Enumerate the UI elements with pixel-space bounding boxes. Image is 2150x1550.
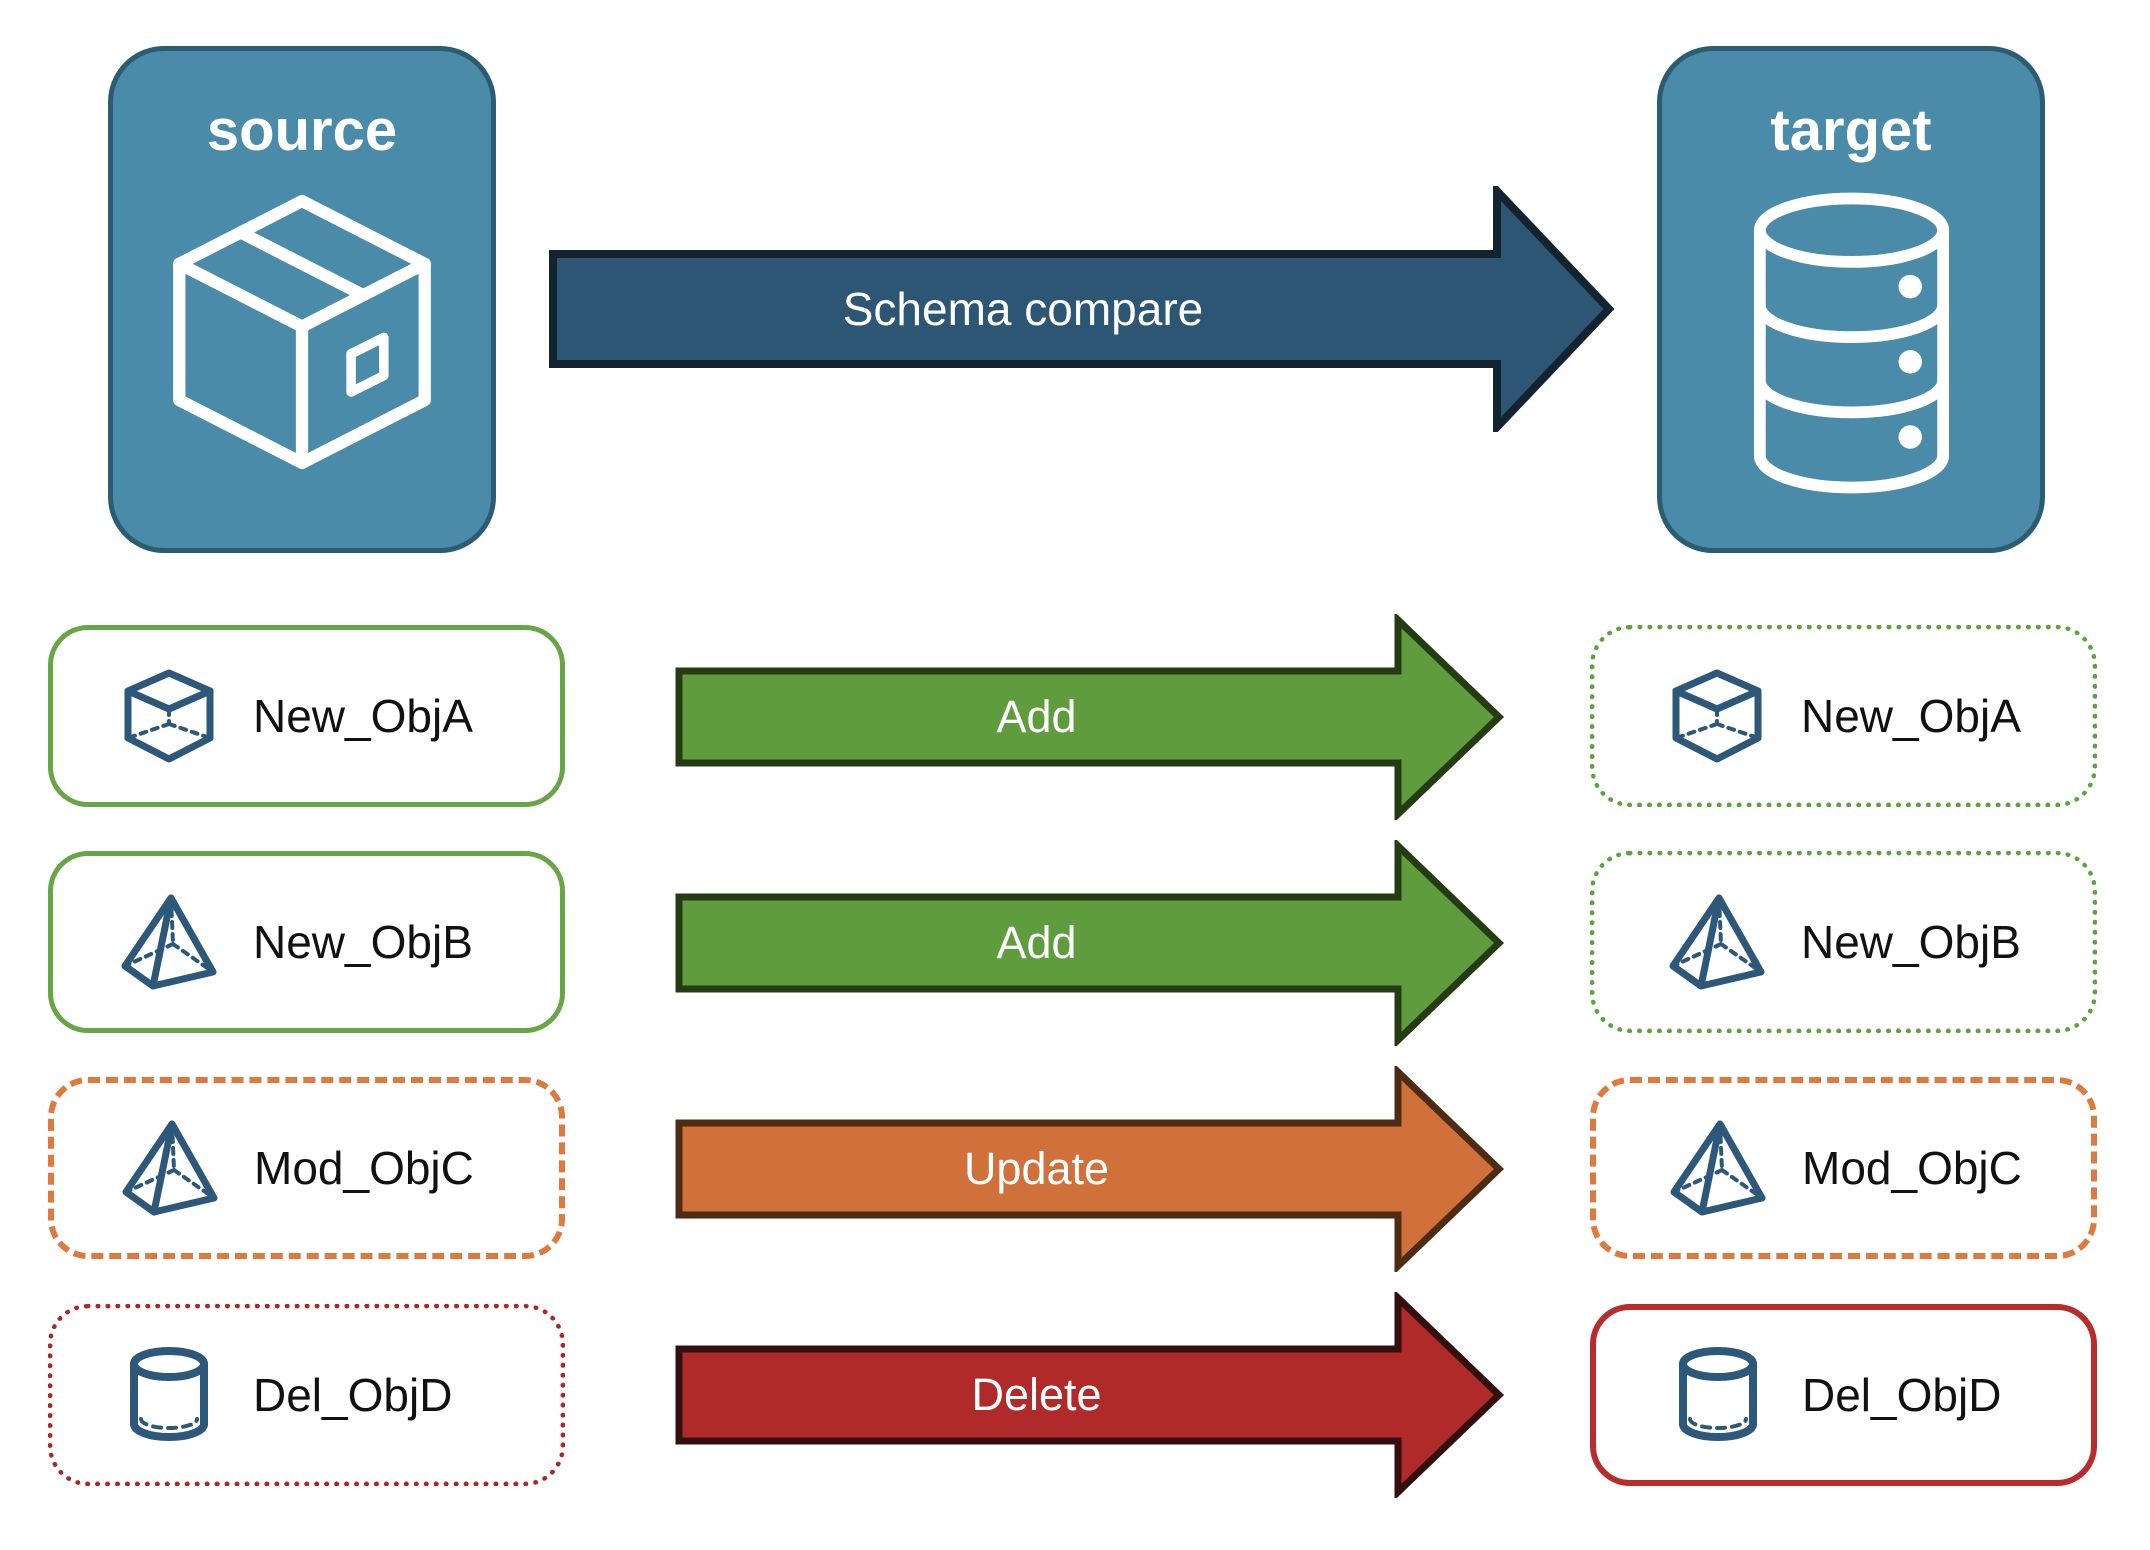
source-label: source bbox=[206, 98, 398, 163]
action-arrow-add: Add bbox=[675, 614, 1505, 820]
source-object-card: New_ObjB bbox=[48, 851, 565, 1033]
pyramid-icon bbox=[120, 1118, 220, 1218]
object-label: Mod_ObjC bbox=[1802, 1142, 2022, 1194]
object-label: Del_ObjD bbox=[1802, 1369, 2002, 1421]
cylinder-icon bbox=[1668, 1345, 1768, 1445]
target-object-card: New_ObjB bbox=[1590, 851, 2097, 1033]
package-icon bbox=[152, 190, 452, 474]
object-label: New_ObjB bbox=[253, 916, 473, 968]
source-object-card: New_ObjA bbox=[48, 625, 565, 807]
pyramid-icon bbox=[1668, 1118, 1768, 1218]
object-label: New_ObjB bbox=[1801, 916, 2021, 968]
cylinder-icon bbox=[119, 1345, 219, 1445]
cube-icon bbox=[1667, 666, 1767, 766]
target-object-card: Del_ObjD bbox=[1590, 1304, 2097, 1486]
pyramid-icon bbox=[119, 892, 219, 992]
action-label: Add bbox=[996, 917, 1077, 968]
target-label: target bbox=[1770, 98, 1932, 163]
source-node: source bbox=[108, 46, 496, 553]
source-object-card: Mod_ObjC bbox=[48, 1077, 565, 1259]
action-label: Update bbox=[963, 1143, 1110, 1194]
database-icon bbox=[1734, 190, 1969, 496]
object-label: Del_ObjD bbox=[253, 1369, 453, 1421]
pyramid-icon bbox=[1667, 892, 1767, 992]
action-label: Add bbox=[996, 691, 1077, 742]
object-label: New_ObjA bbox=[253, 690, 473, 742]
target-object-card: New_ObjA bbox=[1590, 625, 2097, 807]
object-label: Mod_ObjC bbox=[254, 1142, 474, 1194]
cube-icon bbox=[119, 666, 219, 766]
object-label: New_ObjA bbox=[1801, 690, 2021, 742]
source-object-card: Del_ObjD bbox=[48, 1304, 565, 1486]
action-arrow-update: Update bbox=[675, 1066, 1505, 1272]
action-label: Delete bbox=[971, 1369, 1102, 1420]
action-arrow-add: Add bbox=[675, 840, 1505, 1046]
action-arrow-delete: Delete bbox=[675, 1292, 1505, 1498]
schema-compare-arrow: Schema compare bbox=[549, 186, 1614, 432]
target-node: target bbox=[1657, 46, 2045, 553]
schema-compare-label: Schema compare bbox=[842, 283, 1204, 335]
target-object-card: Mod_ObjC bbox=[1590, 1077, 2097, 1259]
